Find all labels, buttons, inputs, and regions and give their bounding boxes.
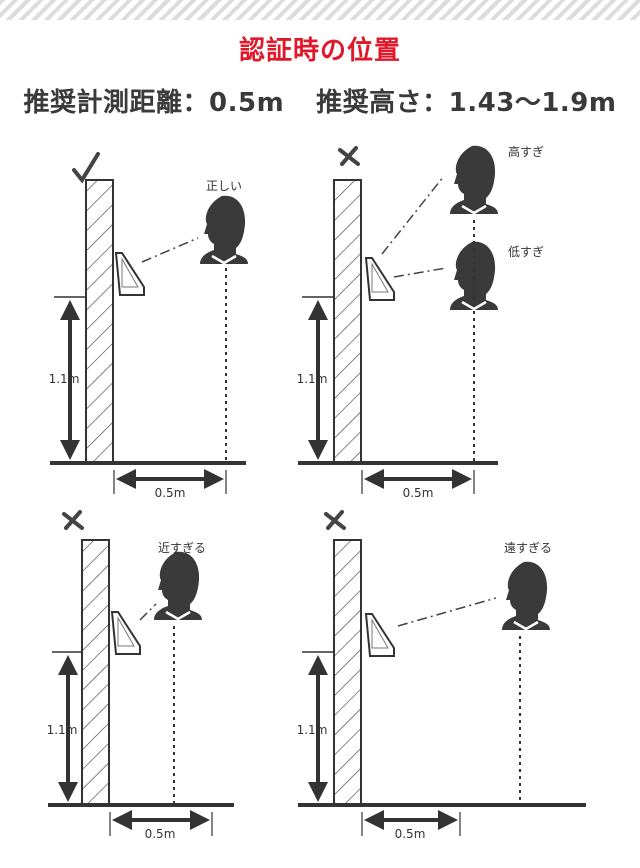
height-label: 1.1m [49,372,80,386]
head-icon [198,194,250,266]
position-label: 正しい [206,179,242,193]
device [365,613,395,657]
too-close-label: 近すぎる [158,541,206,555]
sight-line [141,237,199,263]
height-label: 1.1m [47,723,78,737]
check-icon [72,152,100,182]
recommended-distance: 推奨計測距離：0.5m [23,88,285,118]
sight-line [139,603,157,621]
wall [81,539,110,805]
sight-line [397,597,497,627]
head-icon-high [448,144,500,216]
device [111,611,141,655]
panel-too-close: 1.1m 0.5m 近すぎる [47,510,234,841]
device [365,257,395,301]
page-title: 認証時の位置 [238,36,401,66]
wall [333,179,362,463]
cross-icon [324,510,346,530]
panel-correct: 1.1m 0.5m 正しい [49,152,250,500]
recommended-spec: 推奨計測距離：0.5m 推奨高さ：1.43〜1.9m [0,82,640,119]
distance-label: 0.5m [145,827,176,841]
recommended-height: 推奨高さ：1.43〜1.9m [316,88,617,118]
sight-line-low [393,267,447,278]
wall [85,179,114,463]
height-label: 1.1m [297,723,328,737]
head-icon [152,550,204,622]
sight-line-high [381,175,445,255]
wall [333,539,362,805]
height-label: 1.1m [297,372,328,386]
too-far-label: 遠すぎる [504,541,552,555]
distance-label: 0.5m [395,827,426,841]
cross-icon [338,146,360,166]
top-stripe [0,0,640,20]
too-low-label: 低すぎ [508,245,544,259]
panel-too-far: 1.1m 0.5m 遠すぎる [297,510,586,841]
cross-icon [62,510,84,530]
panel-height-wrong: 1.1m 0.5m 高すぎ 低すぎ [297,144,544,500]
distance-label: 0.5m [155,486,186,500]
head-icon [500,560,552,632]
distance-label: 0.5m [403,486,434,500]
too-high-label: 高すぎ [508,144,544,159]
device [115,252,145,296]
